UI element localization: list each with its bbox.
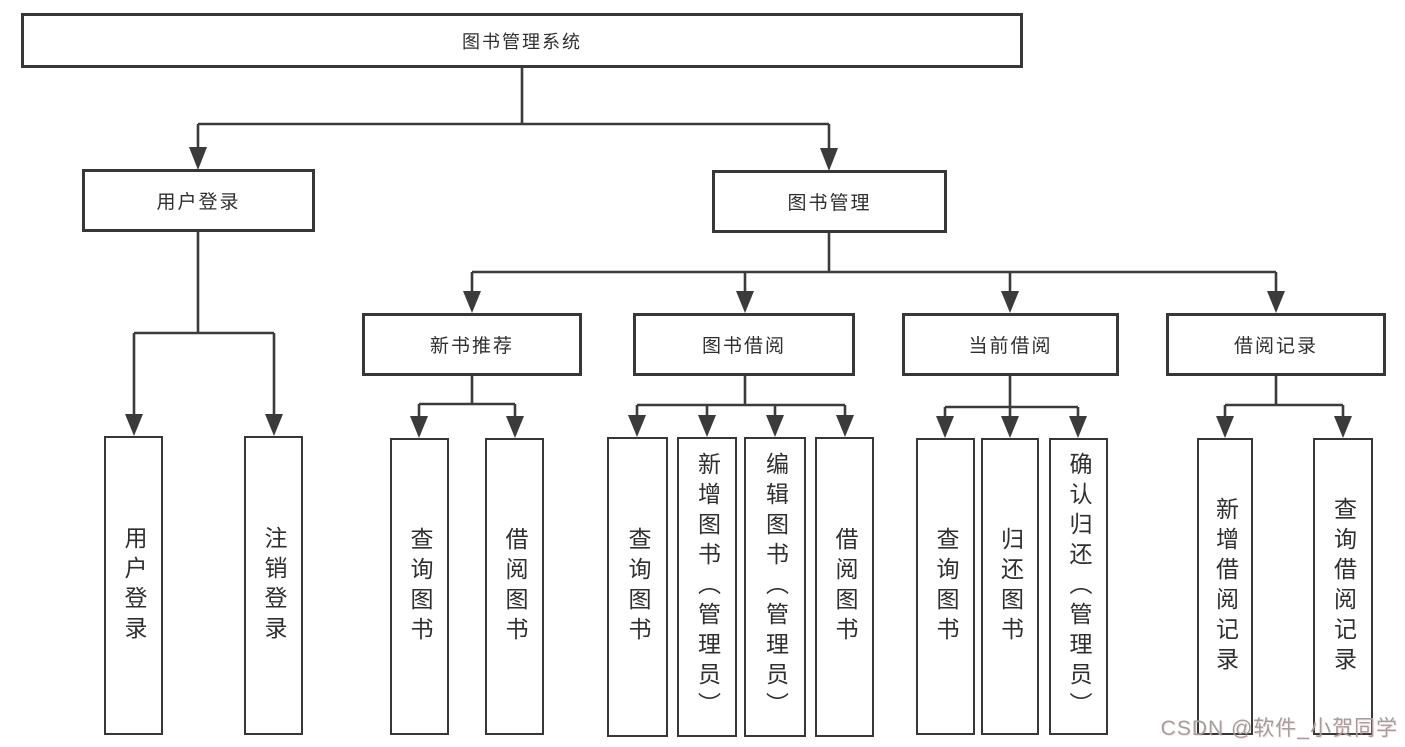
leaf-cb-return-books-label: 归还图书 — [997, 526, 1024, 647]
leaf-cb-query-books-label: 查询图书 — [933, 526, 959, 647]
leaf-nbr-query-books: 查询图书 — [390, 438, 449, 735]
connector-currentborrow-to-children — [943, 376, 1080, 417]
node-user-login-label: 用户登录 — [156, 192, 241, 213]
node-new-book-recommend-label: 新书推荐 — [429, 336, 514, 357]
leaf-nbr-borrow-books: 借阅图书 — [485, 438, 544, 735]
leaf-cb-query-books: 查询图书 — [916, 438, 975, 735]
leaf-user-login-label: 用户登录 — [121, 525, 147, 646]
leaf-logout: 注销登录 — [244, 436, 303, 735]
node-current-borrow-label: 当前借阅 — [968, 336, 1053, 357]
node-book-borrow-label: 图书借阅 — [701, 336, 786, 357]
leaf-user-login: 用户登录 — [104, 436, 163, 735]
node-root: 图书管理系统 — [21, 13, 1023, 68]
leaf-bb-query-books: 查询图书 — [607, 437, 668, 737]
node-root-label: 图书管理系统 — [462, 31, 582, 52]
leaf-nbr-query-books-label: 查询图书 — [407, 526, 433, 647]
leaf-bb-add-books-admin-label: 新增图书（管理员） — [694, 452, 721, 722]
connector-newbookrec-to-children — [417, 376, 517, 417]
node-user-login: 用户登录 — [82, 169, 315, 232]
connector-bookmgmt-to-level3 — [470, 233, 1278, 292]
connector-bookborrow-to-children — [635, 376, 847, 416]
node-book-borrow: 图书借阅 — [633, 313, 855, 376]
leaf-bb-borrow-books: 借阅图书 — [815, 437, 874, 737]
node-borrow-record-label: 借阅记录 — [1233, 336, 1318, 357]
leaf-cb-return-books: 归还图书 — [981, 438, 1039, 735]
leaf-cb-confirm-return-admin-label: 确认归还（管理员） — [1066, 451, 1092, 722]
watermark: CSDN @软件_小贺同学 — [1160, 717, 1398, 740]
leaf-logout-label: 注销登录 — [261, 525, 287, 646]
node-borrow-record: 借阅记录 — [1166, 313, 1386, 376]
connector-borrowrecord-to-children — [1223, 376, 1345, 417]
connector-root-to-level2 — [196, 68, 831, 149]
leaf-br-query-record-label: 查询借阅记录 — [1330, 496, 1357, 677]
leaf-bb-edit-books-admin-label: 编辑图书（管理员） — [762, 452, 789, 722]
connector-userlogin-to-children — [132, 232, 276, 415]
leaf-bb-borrow-books-label: 借阅图书 — [832, 527, 858, 647]
leaf-bb-edit-books-admin: 编辑图书（管理员） — [744, 437, 806, 737]
leaf-bb-query-books-label: 查询图书 — [625, 527, 651, 647]
leaf-bb-add-books-admin: 新增图书（管理员） — [677, 437, 737, 737]
leaf-nbr-borrow-books-label: 借阅图书 — [502, 526, 528, 647]
leaf-br-add-record-label: 新增借阅记录 — [1212, 496, 1239, 677]
node-new-book-recommend: 新书推荐 — [362, 313, 582, 376]
node-book-management-label: 图书管理 — [787, 193, 872, 214]
node-current-borrow: 当前借阅 — [902, 313, 1119, 376]
leaf-br-query-record: 查询借阅记录 — [1313, 438, 1373, 735]
leaf-br-add-record: 新增借阅记录 — [1197, 438, 1253, 735]
leaf-cb-confirm-return-admin: 确认归还（管理员） — [1049, 438, 1108, 735]
node-book-management: 图书管理 — [712, 170, 947, 233]
